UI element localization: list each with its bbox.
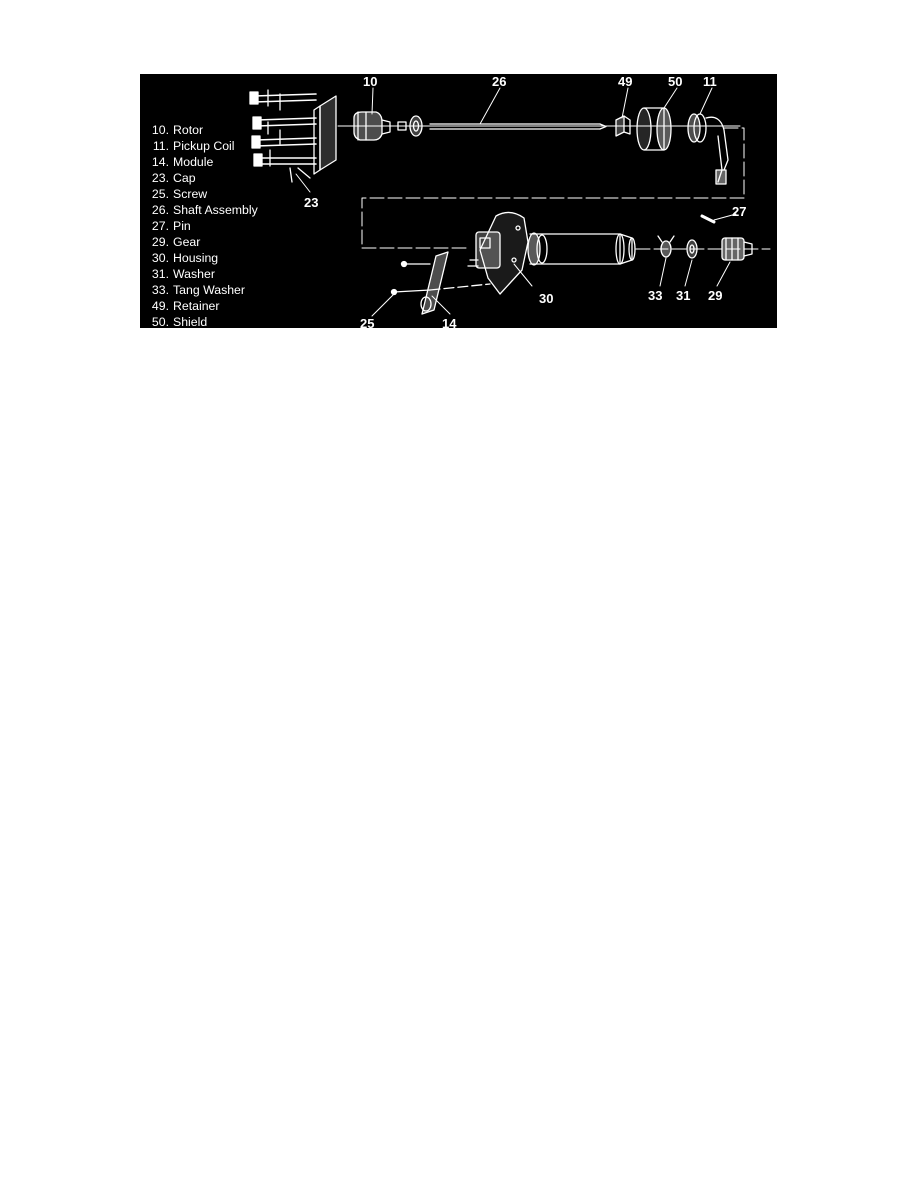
- callout-30: 30: [539, 291, 553, 306]
- shield-part: [636, 107, 672, 151]
- callout-11: 11: [703, 74, 717, 89]
- legend-item-screw: 25.Screw: [151, 187, 208, 201]
- legend-item-shaft-assembly: 26.Shaft Assembly: [151, 203, 258, 217]
- retainer-part: [615, 115, 631, 137]
- exploded-view-drawing: 10 26 49 50 11 23 27 30 33 31 29 25 14: [249, 74, 771, 328]
- tang-washer-part: [657, 235, 675, 258]
- legend-item-module: 14.Module: [151, 155, 214, 169]
- housing-part: [467, 211, 636, 295]
- callout-10: 10: [363, 74, 377, 89]
- callout-23: 23: [304, 195, 318, 210]
- legend-item-pin: 27.Pin: [151, 219, 191, 233]
- legend-item-washer: 31.Washer: [151, 267, 215, 281]
- callout-49: 49: [618, 74, 632, 89]
- legend-item-rotor: 10.Rotor: [151, 123, 204, 137]
- callout-26: 26: [492, 74, 506, 89]
- pin-part: [700, 214, 716, 224]
- legend-item-cap: 23.Cap: [151, 171, 196, 185]
- callout-27: 27: [732, 204, 746, 219]
- legend-item-pickup-coil: 11.Pickup Coil: [152, 139, 235, 153]
- distributor-exploded-diagram: 10.Rotor 11.Pickup Coil 14.Module 23.Cap…: [140, 74, 777, 328]
- parts-legend: 10.Rotor 11.Pickup Coil 14.Module 23.Cap…: [145, 122, 258, 328]
- callout-33: 33: [648, 288, 662, 303]
- callout-50: 50: [668, 74, 682, 89]
- pickup-coil-part: [687, 113, 729, 185]
- screw-part: [390, 260, 491, 296]
- legend-item-housing: 30.Housing: [151, 251, 219, 265]
- cap-part: [249, 89, 337, 183]
- legend-item-shield: 50.Shield: [151, 315, 208, 328]
- legend-item-tang-washer: 33.Tang Washer: [151, 283, 245, 297]
- legend-item-retainer: 49.Retainer: [151, 299, 220, 313]
- rotor-part: [353, 111, 391, 141]
- legend-item-gear: 29.Gear: [151, 235, 201, 249]
- module-part: [420, 251, 449, 315]
- shaft-assembly-part: [429, 123, 607, 130]
- callout-29: 29: [708, 288, 722, 303]
- shaft-spacer: [397, 115, 423, 137]
- callout-14: 14: [442, 316, 457, 328]
- callout-31: 31: [676, 288, 690, 303]
- callout-25: 25: [360, 316, 374, 328]
- washer-part: [686, 239, 698, 259]
- gear-part: [721, 237, 753, 261]
